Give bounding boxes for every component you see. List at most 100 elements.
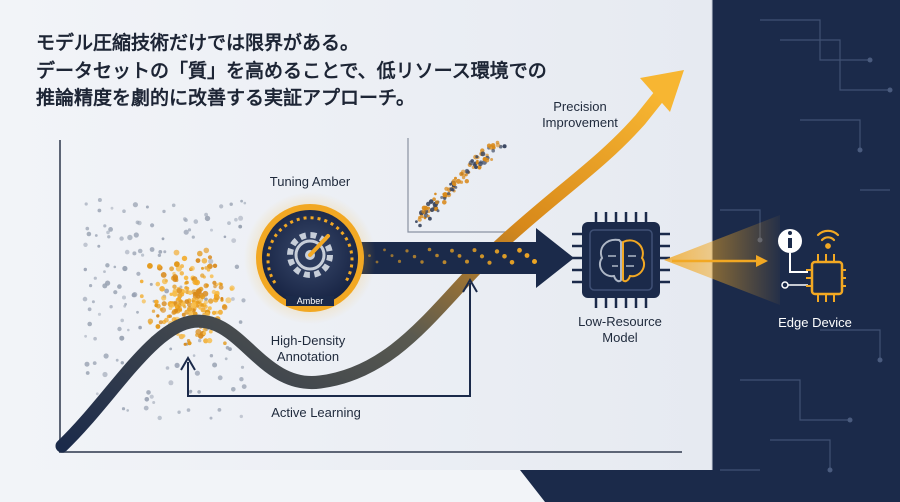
scatter-dot [482, 156, 487, 162]
gear-gauge-icon [287, 232, 333, 278]
scatter-dot [191, 297, 196, 302]
chip-icon [806, 254, 846, 302]
scatter-dot [219, 282, 223, 286]
scatter-dot [105, 280, 111, 286]
scatter-dot [173, 249, 180, 256]
scatter-dot [183, 229, 189, 235]
scatter-dot [155, 324, 161, 329]
scatter-dot [113, 265, 117, 269]
scatter-dot [172, 284, 177, 289]
scatter-dot [454, 185, 458, 189]
scatter-dot [151, 309, 156, 313]
scatter-dot [152, 401, 156, 404]
scatter-dot [231, 238, 237, 244]
scatter-dot [102, 371, 108, 378]
high-density-line-1: High-Density [270, 333, 346, 348]
scatter-dot [405, 249, 409, 253]
scatter-dot [239, 414, 243, 419]
scatter-dot [478, 161, 483, 167]
scatter-dot [157, 415, 162, 421]
scatter-dot [207, 255, 213, 260]
scatter-dot [161, 295, 167, 301]
scatter-dot [502, 253, 507, 259]
scatter-dot [161, 237, 165, 241]
scatter-dot [197, 250, 203, 257]
scatter-dot [84, 361, 90, 367]
precision-arrowhead [640, 70, 684, 112]
scatter-dot [487, 260, 492, 265]
scatter-dot [220, 297, 224, 300]
scatter-dot [435, 253, 439, 258]
scatter-dot [85, 226, 90, 231]
scatter-dot [127, 328, 130, 332]
scatter-dot [210, 228, 213, 232]
scatter-dot [198, 338, 202, 343]
scatter-dot [234, 217, 238, 222]
scatter-dot [225, 346, 230, 350]
scatter-dot [221, 304, 228, 311]
scatter-dot [442, 260, 447, 265]
scatter-dot [192, 292, 197, 296]
scatter-dot [127, 234, 133, 241]
scatter-dot [132, 292, 138, 298]
scatter-dot [119, 335, 125, 341]
scatter-dot [126, 409, 129, 412]
scatter-dot [161, 301, 167, 307]
scatter-dot [212, 280, 217, 285]
scatter-dot [225, 297, 232, 304]
scatter-dot [103, 270, 106, 273]
scatter-dot [117, 284, 122, 289]
scatter-dot [196, 294, 201, 299]
scatter-dot [454, 176, 457, 180]
scatter-dot [105, 263, 110, 268]
scatter-dot [92, 361, 97, 365]
scatter-dot [154, 303, 158, 308]
scatter-dot [229, 287, 234, 291]
scatter-dot [201, 258, 208, 264]
scatter-dot [208, 329, 213, 334]
scatter-dot [240, 365, 245, 369]
scatter-dot [107, 235, 111, 239]
scatter-dot [145, 205, 149, 209]
scatter-dot [183, 289, 187, 294]
scatter-dot [203, 300, 208, 305]
scatter-dot [465, 170, 470, 175]
scatter-dot [455, 178, 461, 184]
scatter-dot [186, 408, 191, 412]
scatter-dot [187, 290, 193, 296]
scatter-dot [162, 209, 166, 214]
scatter-dot [217, 408, 222, 412]
scatter-dot [494, 249, 500, 254]
scatter-dot [193, 219, 199, 224]
scatter-dot [91, 300, 95, 304]
scatter-dot [174, 362, 180, 368]
scatter-dot [83, 267, 88, 272]
active-learning-label: Active Learning [271, 405, 361, 420]
scatter-dot [209, 416, 213, 420]
scatter-dot [181, 334, 186, 338]
wifi-icon [816, 229, 840, 249]
scatter-dot [183, 275, 189, 281]
scatter-dot [86, 231, 92, 237]
scatter-dot [176, 287, 183, 294]
scatter-dot [217, 309, 223, 315]
scatter-dot [164, 288, 170, 294]
scatter-dot [110, 206, 114, 210]
precision-label-line-2: Improvement [542, 115, 618, 130]
scatter-dot [141, 299, 146, 304]
scatter-dot [87, 321, 92, 327]
scatter-dot [444, 186, 449, 191]
scatter-dot [502, 144, 507, 149]
scatter-dot [84, 202, 88, 206]
scatter-dot [149, 282, 153, 286]
scatter-dot [120, 361, 125, 365]
scatter-dot [93, 336, 97, 341]
scatter-dot [195, 258, 201, 263]
scatter-dot [181, 255, 188, 262]
scatter-dot [143, 405, 149, 411]
scatter-dot [457, 254, 462, 258]
scatter-dot [136, 271, 141, 276]
scatter-dot [165, 366, 170, 370]
precision-label-line-1: Precision [553, 99, 607, 114]
amber-badge-label: Amber [286, 296, 334, 306]
